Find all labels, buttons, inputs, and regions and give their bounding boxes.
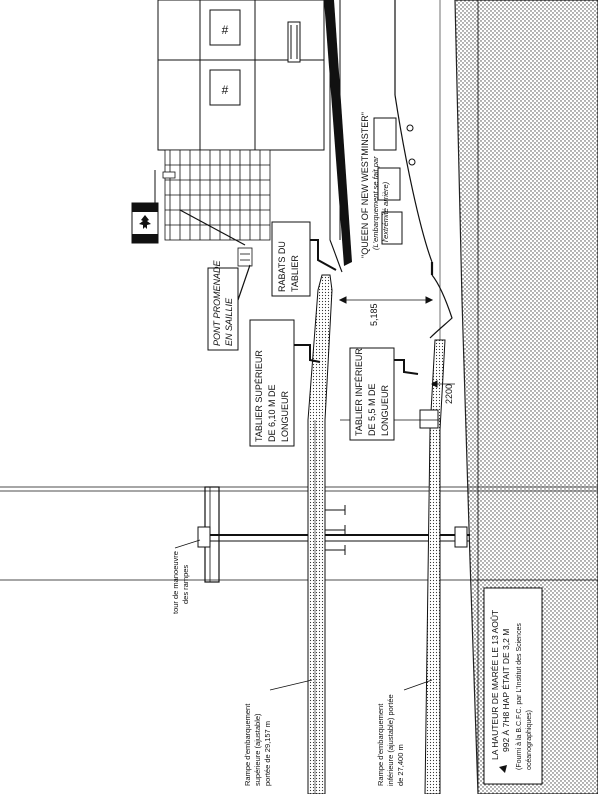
dimension-lower-label: 2200 [444, 384, 454, 404]
upper-apron-label: TABLIER SUPÉRIEUR DE 6,10 M DE LONGUEUR [249, 319, 321, 447]
ramp-tower [197, 486, 470, 583]
flaps-label-line1: RABATS DU [277, 241, 287, 292]
ship-superstructure: # # [157, 0, 325, 151]
promenade-label-line1: PONT PROMENADE [212, 259, 222, 346]
flaps-label: RABATS DU TABLIER [271, 221, 337, 297]
lower-apron-label: TABLIER INFÉRIEUR DE 5,5 M DE LONGUEUR [349, 347, 419, 441]
canadian-flag [131, 170, 176, 244]
ship-boarding-note-line1: (L'embarquement se fait par [371, 156, 380, 250]
dimension-gap-label: 5,185 [369, 303, 379, 326]
upper-ramp-label-line1: Rampe d'embarquement [243, 703, 252, 786]
tower-label-line1: tour de manoeuvre [171, 551, 180, 614]
hull-stripe [324, 0, 352, 266]
ship-name: "QUEEN OF NEW WESTMINSTER" [360, 112, 370, 258]
svg-text:#: # [222, 83, 229, 97]
upper-ramp-label-line2: supérieure (ajustable) [253, 713, 262, 786]
dimension-gap [338, 296, 434, 304]
upper-ramp-leader [269, 679, 313, 691]
tide-note-line3: (Fourni à la B.C.F.C. par L'Institut des… [516, 623, 523, 770]
tide-note-line1: LA HAUTEUR DE MARÉE LE 13 AOÛT [490, 610, 500, 760]
lower-apron-label-line1: TABLIER INFÉRIEUR [354, 348, 364, 436]
tide-arrow-icon [492, 765, 507, 780]
promenade-deck [164, 149, 271, 267]
hull-windows [373, 117, 416, 245]
upper-ramp-label-line3: portée de 29,157 m [263, 721, 272, 786]
lower-ramp-label-line1: Rampe d'embarquement [376, 703, 385, 786]
lower-ramp-leader [403, 679, 433, 691]
tower-label-line2: des rampes [181, 565, 190, 604]
tide-note: LA HAUTEUR DE MARÉE LE 13 AOÛT 992 À 7H8… [483, 587, 543, 785]
tide-note-line4: océanographiques) [526, 710, 533, 770]
svg-text:#: # [222, 23, 229, 37]
upper-apron-label-line1: TABLIER SUPÉRIEUR [254, 350, 264, 442]
promenade-label: PONT PROMENADE EN SAILLIE [207, 259, 251, 351]
lower-ramp-label-line3: de 27,400 m [396, 744, 405, 786]
flaps-label-line2: TABLIER [290, 255, 300, 292]
promenade-label-line2: EN SAILLIE [224, 297, 234, 346]
ship-boarding-note-line2: l'extrémité arrière) [381, 181, 390, 242]
lower-ramp-label-line2: inférieure (ajustable) portée [386, 694, 395, 786]
upper-apron-label-line3: LONGUEUR [280, 390, 290, 442]
lower-apron-label-line2: DE 5,5 M DE [367, 383, 377, 436]
tower-leader [174, 539, 201, 549]
tide-note-line2: 992 À 7H8 HAP ÉTAIT DE 3,2 M [501, 629, 511, 752]
upper-ramp [307, 274, 346, 794]
lower-apron-label-line3: LONGUEUR [380, 384, 390, 436]
upper-apron-label-line2: DE 6,10 M DE [267, 384, 277, 442]
dimension-lower [431, 380, 455, 388]
